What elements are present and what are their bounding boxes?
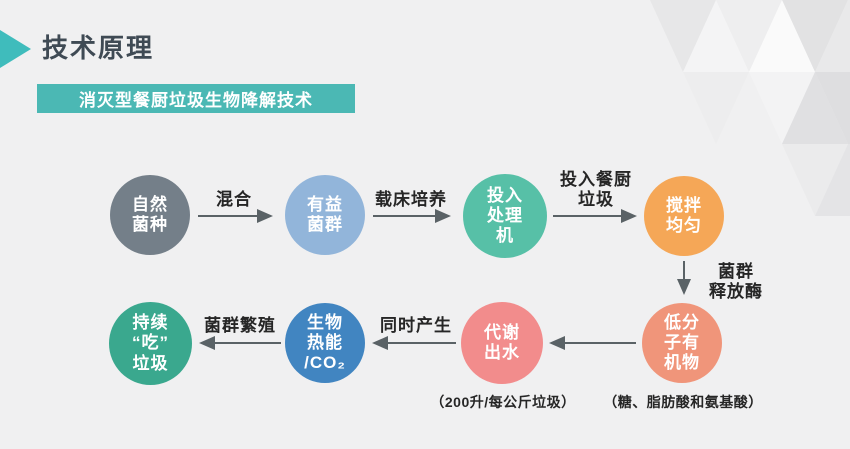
node-bio-heat-co2: 生物 热能 /CO₂: [285, 303, 365, 383]
title-accent-arrow-icon: [0, 30, 31, 68]
edge-label-simultaneously-produce: 同时产生: [380, 316, 452, 335]
caption-metabolic-water: （200升/每公斤垃圾）: [430, 394, 576, 410]
node-keep-eating-waste: 持续 “吃” 垃圾: [109, 302, 192, 385]
edge-label-add-kitchen-waste: 投入餐厨 垃圾: [560, 170, 632, 210]
subtitle-banner: 消灭型餐厨垃圾生物降解技术: [37, 84, 355, 113]
edge-label-flora-release-enzyme: 菌群 释放酶: [709, 262, 763, 302]
node-metabolic-water: 代谢 出水: [461, 302, 543, 384]
edge-label-mix: 混合: [216, 190, 252, 209]
caption-organics: （糖、脂肪酸和氨基酸）: [603, 394, 763, 410]
edge-label-bed-culture: 载床培养: [375, 190, 447, 209]
node-stir-evenly: 搅拌 均匀: [644, 176, 724, 256]
triangle-mosaic-decoration: [650, 0, 850, 216]
page-title: 技术原理: [42, 33, 155, 63]
node-beneficial-flora: 有益 菌群: [285, 175, 365, 255]
node-into-processor: 投入 处理 机: [463, 174, 547, 258]
node-natural-bacteria: 自然 菌种: [110, 175, 190, 255]
node-low-molecular-organics: 低分 子有 机物: [642, 303, 722, 383]
edge-label-flora-breed: 菌群繁殖: [204, 316, 276, 335]
